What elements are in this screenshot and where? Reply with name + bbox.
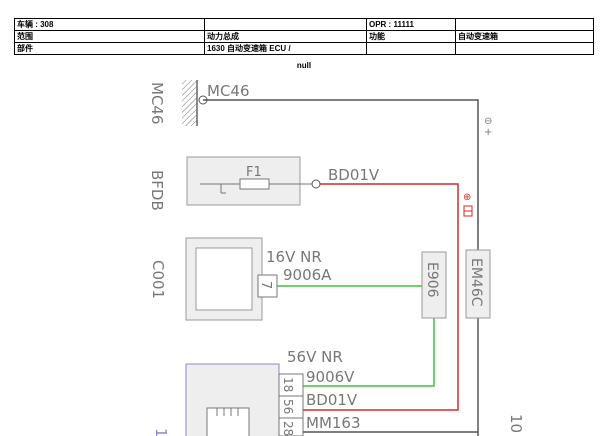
- function-value: 自动变速箱: [458, 32, 498, 41]
- mc46-vertical-label: MC46: [148, 82, 166, 125]
- c001-connector-label: 16V NR: [266, 248, 322, 266]
- ecu-connector-label: 56V NR: [287, 348, 343, 366]
- scope-label: 范围: [15, 31, 205, 42]
- pin-28-label: 28: [281, 421, 295, 436]
- pin-18-label: 18: [281, 377, 295, 392]
- bd01v-bottom-label: BD01V: [306, 391, 358, 409]
- plus-symbol: ⊕: [463, 192, 471, 203]
- fuse-label: F1: [246, 165, 262, 180]
- ecu-pin-strip: [278, 373, 304, 436]
- ground-symbol: ⊖: [484, 116, 492, 127]
- c001-pin-label: 7: [258, 281, 273, 289]
- wire-red: [303, 183, 459, 411]
- wire-green-bottom: [303, 318, 435, 387]
- header-row-scope: 范围 动力总成 功能 自动变速箱: [15, 31, 593, 43]
- info-header: 车辆 : 308 OPR : 11111 范围 动力总成 功能 自动变速箱 部件…: [14, 18, 594, 55]
- e906-box: [421, 251, 447, 319]
- c001-vertical-label: C001: [149, 260, 167, 299]
- ecu-inner: [206, 407, 250, 436]
- vehicle-empty-cell: [205, 19, 367, 30]
- right-edge-label: 10: [507, 414, 525, 433]
- bfdb-vertical-label: BFDB: [148, 170, 166, 211]
- function-label: 功能: [367, 31, 456, 42]
- header-row-vehicle: 车辆 : 308 OPR : 11111: [15, 19, 593, 31]
- mc46-wire-label: MC46: [207, 82, 250, 100]
- component-value: 1630 自动变速箱 ECU /: [205, 43, 367, 54]
- bfdb-terminal: [311, 179, 321, 189]
- ground-hatch: [182, 80, 197, 126]
- w9006v-label: 9006V: [306, 368, 355, 386]
- mm163-label: MM163: [306, 414, 361, 432]
- bd01v-top-label: BD01V: [328, 166, 380, 184]
- e906-label: E906: [424, 262, 440, 298]
- component-label: 部件: [15, 43, 205, 54]
- component-empty-cell: [367, 43, 456, 54]
- header-row-component: 部件 1630 自动变速箱 ECU /: [15, 43, 593, 54]
- vehicle-cell: 车辆 : 308: [15, 19, 205, 30]
- ecu-vertical-label: 1: [152, 428, 170, 436]
- ground-plus-mark: +: [484, 127, 492, 138]
- pin-56-label: 56: [281, 399, 295, 414]
- em46c-box: [465, 249, 491, 319]
- fuse-element: [239, 178, 270, 190]
- c001-inner: [195, 247, 253, 311]
- opr-cell: OPR : 11111: [367, 19, 456, 30]
- em46c-label: EM46C: [468, 258, 484, 307]
- null-note: null: [296, 61, 312, 70]
- w9006a-label: 9006A: [283, 266, 332, 284]
- scope-value: 动力总成: [205, 31, 367, 42]
- ecu-inner-teeth: [216, 408, 239, 416]
- wire-black-main: [203, 99, 479, 250]
